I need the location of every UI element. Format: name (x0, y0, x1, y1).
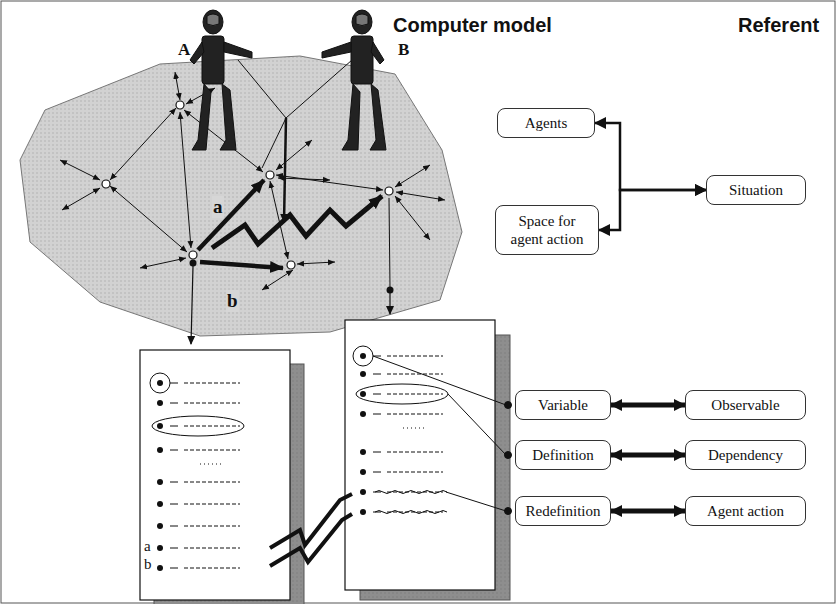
agents-box: Agents (497, 108, 595, 138)
space-box: Space for agent action (495, 205, 599, 255)
thin-arrows (60, 72, 445, 290)
agent-lines (238, 60, 352, 222)
double-arrow (611, 453, 685, 458)
state-line (389, 198, 390, 288)
situation-box: Situation (706, 175, 806, 205)
node-text: Dependency (708, 446, 783, 464)
concept-box: Definition (515, 440, 611, 470)
leader-lines (373, 356, 512, 515)
column-header: Computer model (393, 14, 552, 37)
double-arrow (599, 190, 706, 230)
node-text: Definition (532, 446, 594, 464)
node-text: Space for agent action (504, 212, 590, 248)
column-header: Referent (738, 14, 819, 37)
node-text: Situation (729, 181, 783, 199)
action-label: a (212, 196, 224, 218)
double-arrow (595, 123, 706, 190)
node-text: Agent action (707, 502, 784, 520)
agent-action-zigzag (212, 196, 382, 248)
action-space (20, 56, 462, 336)
concept-box: Variable (515, 390, 611, 420)
node-text: Redefinition (526, 502, 601, 520)
script-page (140, 350, 304, 604)
node-text: Agents (525, 114, 568, 132)
referent-box: Dependency (685, 440, 806, 470)
agent-figure-a (190, 10, 252, 150)
agent-label: B (398, 40, 409, 60)
agent-figure-b (322, 10, 386, 150)
node-text: Variable (538, 396, 588, 414)
script-page (345, 320, 510, 600)
concept-box: Redefinition (515, 496, 611, 526)
arrow-b (200, 262, 283, 268)
state-to-page (389, 293, 390, 314)
agent-label: A (178, 40, 190, 60)
double-arrow (611, 509, 685, 514)
page-label: b (143, 556, 153, 573)
state-to-page (191, 266, 193, 344)
node-text: Observable (711, 396, 779, 414)
referent-box: Agent action (685, 496, 806, 526)
redefinition-zigzag (270, 514, 352, 566)
double-arrow (611, 403, 685, 408)
action-label: b (226, 290, 239, 312)
referent-box: Observable (685, 390, 806, 420)
page-label: a (143, 538, 152, 555)
